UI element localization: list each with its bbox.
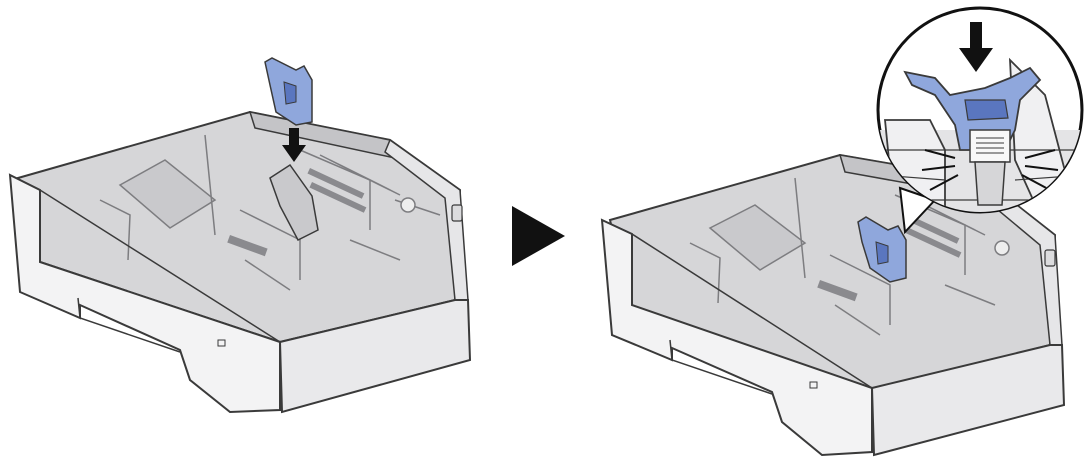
tray-front-side — [870, 344, 1066, 457]
tray-handle-notch — [77, 297, 181, 353]
tray-ribs — [99, 134, 441, 291]
down-arrow-icon — [282, 128, 306, 162]
paper-end-guide-grip — [875, 241, 889, 265]
zoom-callout — [876, 6, 1084, 235]
tray-handle-notch — [669, 339, 773, 395]
callout-pointer — [898, 186, 937, 235]
down-arrow-icon — [959, 22, 993, 72]
paper-end-guide-grip — [283, 81, 297, 105]
click-lines — [921, 149, 1059, 191]
tray-side-latch — [451, 204, 463, 222]
tray-size-label-icon — [809, 381, 818, 389]
tray-front-lip — [601, 219, 873, 389]
tray-size-label-icon — [217, 339, 226, 347]
tray-front-panel — [8, 173, 281, 414]
tray-front-side — [278, 299, 472, 414]
tray-length-guide — [269, 163, 319, 241]
next-step-triangle-icon — [512, 206, 565, 266]
tray-front-panel — [600, 218, 873, 457]
paper-tray-before — [8, 57, 472, 414]
tray-side-latch — [1044, 249, 1056, 267]
guide-release-plate — [969, 129, 1011, 163]
tray-front-lip — [9, 174, 281, 343]
tray-slots — [227, 167, 367, 257]
